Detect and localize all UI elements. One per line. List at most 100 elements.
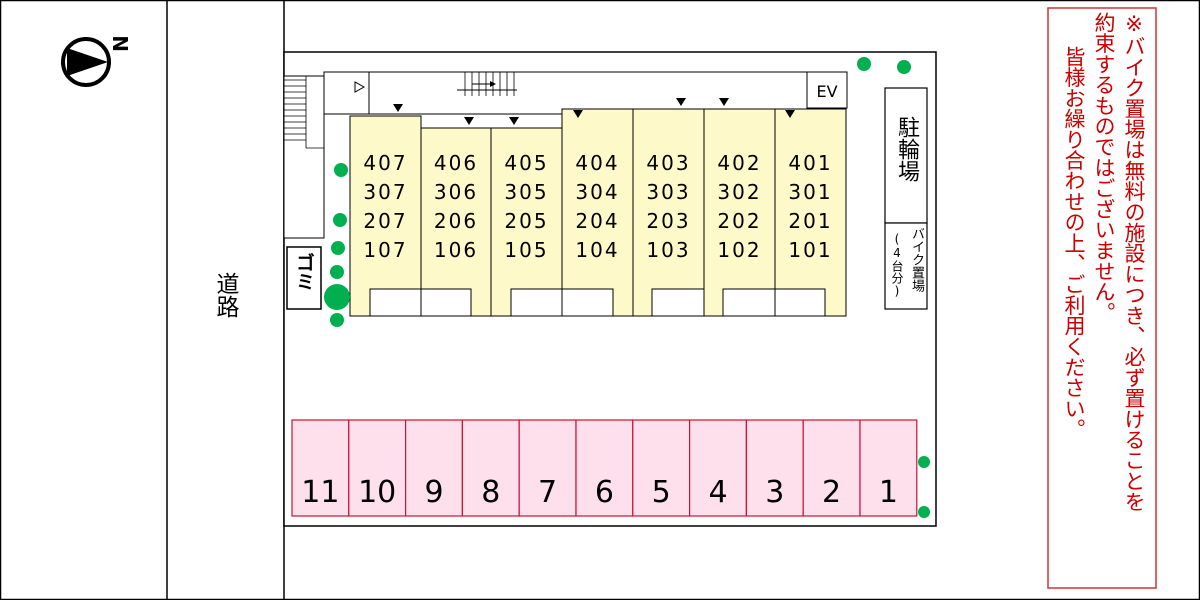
room-number: 304 [575,180,619,204]
tree-icon [331,241,345,255]
parking-space [291,419,350,517]
trash-area [286,246,322,310]
room-number: 206 [434,209,478,233]
stairs-icon [457,72,517,96]
room-number: 301 [788,180,832,204]
apartment-unit: 403 303 203 103 [632,108,705,317]
north-arrow-icon: N [61,35,133,87]
room-number: 404 [575,151,619,175]
unit-block [703,108,776,317]
parking-spaces: 11 10 9 8 7 6 5 4 3 2 1 [291,419,918,517]
room-number: 103 [646,238,690,262]
room-number: 203 [646,209,690,233]
apartment-unit: 404 304 204 104 [561,108,634,317]
parking-space [461,419,520,517]
bicycle-parking-label: 駐輪場 [894,116,919,182]
parking-space-number: 2 [822,475,841,510]
bike-parking-label: バイク置場 [909,227,924,292]
notice-line-2: 約束するものではございません。 [1092,12,1116,323]
room-number: 201 [788,209,832,233]
room-number: 202 [717,209,761,233]
apartment-unit: 406 306 206 106 [420,127,492,317]
balcony-box [722,288,776,317]
room-number: 302 [717,180,761,204]
apartment-unit: 402 302 202 102 [703,108,776,317]
parking-space-number: 9 [424,475,443,510]
room-number: 307 [363,180,407,204]
parking-space-number: 1 [879,475,898,510]
room-number: 402 [717,151,761,175]
room-number: 405 [504,151,548,175]
balcony-box [369,288,422,317]
parking-space-number: 7 [538,475,557,510]
parking-space [632,419,691,517]
parking-space-number: 4 [708,475,727,510]
tree-icon [324,284,350,310]
tree-icon [330,313,344,327]
balcony-box [651,288,705,317]
tree-icon [918,456,930,468]
entrance-triangle-icon [393,104,403,112]
room-number: 401 [788,151,832,175]
notice-line-1: ※バイク置場は無料の施設につき、必ず置けることを [1122,12,1146,512]
room-number: 102 [717,238,761,262]
room-number: 204 [575,209,619,233]
parking-space-number: 8 [481,475,500,510]
elevator-label: EV [816,82,837,101]
tree-icon [918,506,930,518]
tree-icon [897,60,911,74]
parking-space [802,419,861,517]
parking-space [518,419,577,517]
balcony-box [510,288,563,317]
tree-icon [333,213,347,227]
entrance-triangle-icon [719,98,729,106]
room-number: 105 [504,238,548,262]
apartment-units: 4073072071074063062061064053052051054043… [349,108,847,317]
road-label: 道路 [212,272,238,318]
stairwell-structure [283,75,325,239]
balcony-box [561,288,614,317]
parking-space-number: 3 [765,475,784,510]
room-number: 101 [788,238,832,262]
parking-space-number: 10 [358,475,396,510]
entrance-triangle-icon [509,117,519,125]
bike-capacity-label: (4台分) [890,232,904,298]
entrance-triangle-icon [785,110,795,118]
room-number: 104 [575,238,619,262]
room-number: 107 [363,238,407,262]
tree-icon [330,265,344,279]
trash-label: ゴミ [293,253,315,291]
balcony-box [420,288,472,317]
entrance-triangle-icon [676,98,686,106]
unit-block [774,108,847,317]
trees [324,57,930,518]
room-number: 106 [434,238,478,262]
parking-space-number: 5 [652,475,671,510]
parking-space-number: 11 [301,475,339,510]
apartment-unit: 401 301 201 101 [774,108,847,317]
svg-text:N: N [109,35,133,52]
tree-icon [334,163,348,177]
room-number: 207 [363,209,407,233]
entrance-triangle-icon [573,110,583,118]
room-number: 303 [646,180,690,204]
notice-box [1047,7,1157,589]
unit-block [632,108,705,317]
parking-space [859,419,918,517]
room-number: 403 [646,151,690,175]
room-number: 205 [504,209,548,233]
parking-space [745,419,804,517]
entrance-markers [393,98,795,125]
balcony-box [774,288,826,317]
parking-space [575,419,634,517]
bicycle-parking-area [884,87,928,224]
unit-block [349,115,422,317]
room-number: 406 [434,151,478,175]
parking-space-number: 6 [595,475,614,510]
room-number: 306 [434,180,478,204]
tree-icon [857,57,871,71]
